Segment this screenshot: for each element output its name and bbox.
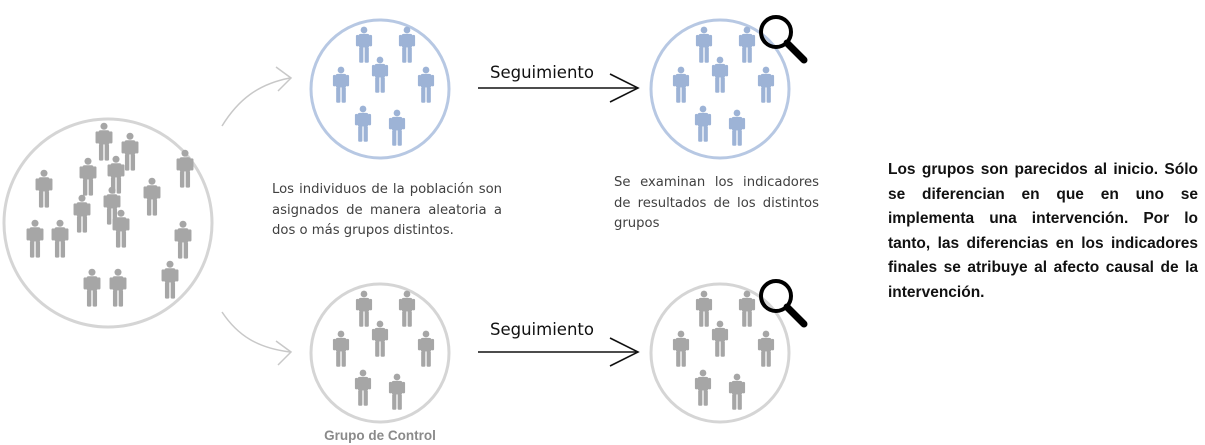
treatment-people <box>332 26 435 146</box>
split-arrow-bottom-head <box>275 340 293 366</box>
person-icon <box>398 26 416 63</box>
person-icon <box>757 66 775 103</box>
magnifier-icon <box>759 15 808 64</box>
followup-arrows <box>478 73 640 367</box>
followup-label-top: Seguimiento <box>490 63 594 82</box>
magnifier-icon <box>759 279 808 328</box>
person-icon <box>711 320 729 357</box>
person-icon <box>672 66 690 103</box>
person-icon <box>332 66 350 103</box>
followup-arrow-bottom-head <box>609 337 640 367</box>
person-icon <box>161 260 179 299</box>
treatment-followup-group <box>649 18 791 160</box>
person-icon <box>79 157 97 196</box>
person-icon <box>355 290 373 327</box>
person-icon <box>176 149 194 188</box>
control-followup-group <box>649 282 791 424</box>
person-icon <box>728 109 746 146</box>
person-icon <box>174 220 192 259</box>
person-icon <box>738 26 756 63</box>
person-icon <box>694 105 712 142</box>
person-icon <box>73 194 91 233</box>
person-icon <box>332 330 350 367</box>
person-icon <box>694 369 712 406</box>
split-arrow-bottom <box>221 311 291 353</box>
control-followup-people <box>672 290 775 410</box>
control-group <box>309 282 451 424</box>
followup-arrow-top-head <box>609 73 640 103</box>
side-note: Los grupos son parecidos al inicio. Sólo… <box>888 161 1198 301</box>
person-icon <box>695 290 713 327</box>
person-icon <box>354 105 372 142</box>
treatment-group <box>309 18 451 160</box>
population-group <box>2 117 214 329</box>
person-icon <box>355 26 373 63</box>
person-icon <box>143 177 161 216</box>
person-icon <box>417 66 435 103</box>
person-icon <box>417 330 435 367</box>
control-circle <box>309 282 451 424</box>
person-icon <box>672 330 690 367</box>
person-icon <box>83 268 101 307</box>
person-icon <box>388 109 406 146</box>
person-icon <box>388 373 406 410</box>
assignment-caption: Los individuos de la población son asign… <box>272 182 502 238</box>
person-icon <box>398 290 416 327</box>
control-people <box>332 290 435 410</box>
examination-caption: Se examinan los indicadores de resultado… <box>614 175 819 231</box>
treatment-circle <box>309 18 451 160</box>
person-icon <box>26 219 44 258</box>
population-people <box>26 122 194 307</box>
person-icon <box>51 219 69 258</box>
person-icon <box>711 56 729 93</box>
split-arrows <box>221 66 293 366</box>
person-icon <box>35 169 53 208</box>
person-icon <box>757 330 775 367</box>
treatment-followup-circle <box>649 18 791 160</box>
control-group-label: Grupo de Control <box>324 428 436 443</box>
person-icon <box>738 290 756 327</box>
person-icon <box>728 373 746 410</box>
split-arrow-top <box>221 77 291 127</box>
split-arrow-top-head <box>275 66 293 92</box>
control-followup-circle <box>649 282 791 424</box>
person-icon <box>109 268 127 307</box>
population-circle <box>2 117 214 329</box>
person-icon <box>371 56 389 93</box>
treatment-followup-people <box>672 26 775 146</box>
person-icon <box>354 369 372 406</box>
person-icon <box>695 26 713 63</box>
followup-label-bottom: Seguimiento <box>490 320 594 339</box>
person-icon <box>371 320 389 357</box>
person-icon <box>95 122 113 161</box>
